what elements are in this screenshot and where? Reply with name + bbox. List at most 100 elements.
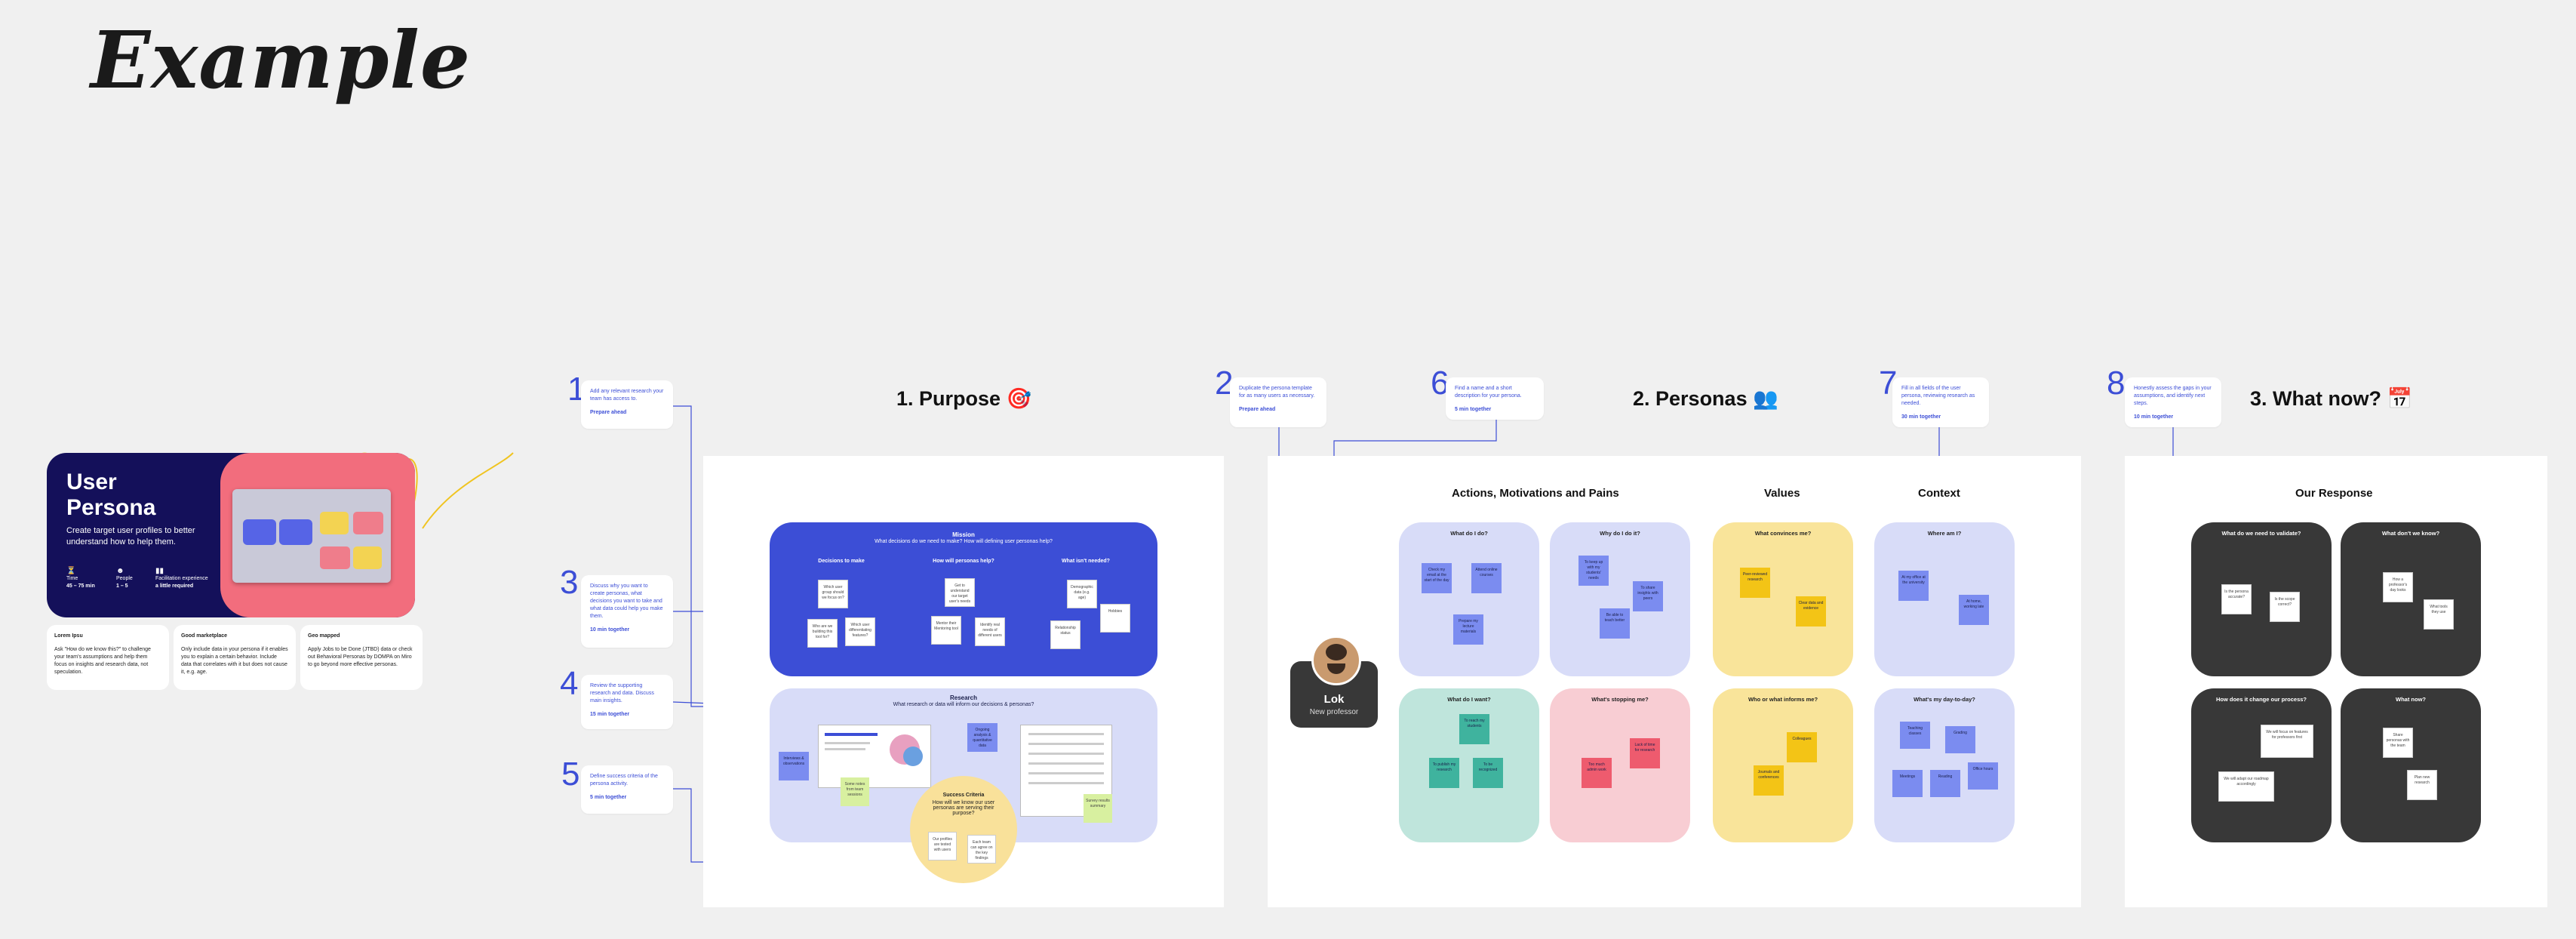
sticky-note[interactable]: Office hours (1968, 762, 1998, 790)
sticky-note[interactable]: How a professor's day looks (2383, 572, 2413, 602)
sticky-note[interactable]: Lack of time for research (1630, 738, 1660, 768)
step-note[interactable]: Define success criteria of the persona a… (581, 765, 673, 814)
persona-field-card: What's my day-to-day? Teaching classes G… (1874, 688, 2015, 842)
step-note[interactable]: Duplicate the persona template for as ma… (1230, 377, 1326, 427)
persona-role: New professor (1309, 708, 1359, 716)
success-criteria-circle: Success Criteria How will we know our us… (910, 776, 1017, 883)
section-heading-whatnow: 3. What now? 📅 (2250, 387, 2413, 410)
sticky-note[interactable]: Is the persona accurate? (2221, 584, 2252, 614)
persona-name: Lok (1323, 693, 1345, 706)
sticky-note[interactable]: Too much admin work (1582, 758, 1612, 788)
sticky-note[interactable]: Our profiles are tested with users (928, 832, 957, 860)
level-icon: ▮▮ (155, 567, 164, 575)
column-header: How will personas help? (933, 559, 994, 564)
sticky-note[interactable]: Identify real needs of different users (975, 617, 1005, 646)
sticky-note[interactable]: Plan new research (2407, 770, 2437, 800)
group-heading: Context (1918, 487, 1960, 500)
sticky-note[interactable]: What tools they use (2424, 599, 2454, 630)
sticky-note[interactable]: Reading (1930, 770, 1960, 797)
whatnow-frame (2125, 456, 2547, 907)
success-title: Success Criteria (942, 793, 985, 798)
section-heading-personas: 2. Personas 👥 (1633, 387, 1778, 410)
sticky-note[interactable]: Journals and conferences (1754, 765, 1784, 796)
sticky-note[interactable]: Interviews & observations (779, 752, 809, 780)
section-heading-purpose: 1. Purpose 🎯 (896, 387, 1032, 410)
sticky-note[interactable]: Grading (1945, 726, 1975, 753)
step-note[interactable]: Add any relevant research your team has … (581, 380, 673, 429)
sticky-note[interactable]: To be recognized (1473, 758, 1503, 788)
step-note[interactable]: Discuss why you want to create personas,… (581, 575, 673, 648)
step-note[interactable]: Review the supporting research and data.… (581, 675, 673, 729)
sticky-note[interactable]: Share personas with the team (2383, 728, 2413, 758)
sticky-note[interactable]: Which user differentiating features? (845, 617, 875, 646)
sticky-note[interactable]: Demographic data (e.g. age) (1067, 580, 1097, 608)
sticky-note[interactable]: At my office at the university (1898, 571, 1929, 601)
step-note[interactable]: Fill in all fields of the user persona, … (1892, 377, 1989, 427)
sticky-note[interactable]: Teaching classes (1900, 722, 1930, 749)
sticky-note[interactable]: Survey results summary (1084, 794, 1112, 823)
column-header: What isn't needed? (1062, 559, 1110, 564)
persona-field-card: What do I want? To reach my students To … (1399, 688, 1539, 842)
sticky-note[interactable]: To reach my students (1459, 714, 1489, 744)
persona-field-card: What convinces me? Peer-reviewed researc… (1713, 522, 1853, 676)
response-card: What don't we know? How a professor's da… (2341, 522, 2481, 676)
hero-subtitle: Create target user profiles to better un… (66, 526, 195, 546)
sticky-note[interactable]: Meetings (1892, 770, 1923, 797)
persona-field-card: Why do I do it? To keep up with my stude… (1550, 522, 1690, 676)
sticky-note[interactable]: To publish my research (1429, 758, 1459, 788)
sticky-note[interactable]: Hobbies (1100, 604, 1130, 633)
step-number: 8 (2107, 365, 2126, 402)
sticky-note[interactable]: To share insights with peers (1633, 581, 1663, 611)
sticky-note[interactable]: Clear data and evidence (1796, 596, 1826, 627)
research-document (1020, 725, 1112, 817)
sticky-note[interactable]: Be able to teach better (1600, 608, 1630, 639)
step-number: 3 (560, 564, 579, 601)
sticky-note[interactable]: Ongoing analysis & quantitative data (967, 723, 998, 752)
sticky-note[interactable]: Colleagues (1787, 732, 1817, 762)
sticky-note[interactable]: Check my email at the start of the day (1422, 563, 1452, 593)
persona-field-card: What's stopping me? Lack of time for res… (1550, 688, 1690, 842)
sticky-note[interactable]: We will adapt our roadmap accordingly (2218, 771, 2274, 802)
sticky-note[interactable]: Attend online courses (1471, 563, 1502, 593)
research-screenshot (818, 725, 931, 788)
timer-icon: ⏳ (66, 567, 76, 575)
mission-title: Mission (952, 531, 975, 538)
response-card: What now? Share personas with the team P… (2341, 688, 2481, 842)
mission-panel: Mission What decisions do we need to mak… (770, 522, 1157, 676)
sticky-note[interactable]: To keep up with my students' needs (1578, 556, 1609, 586)
success-subtitle: How will we know our user personas are s… (932, 800, 995, 816)
page-title: Example (91, 14, 472, 106)
sticky-note[interactable]: Get to understand our target user's need… (945, 578, 975, 607)
sticky-note[interactable]: Some notes from team sessions (841, 777, 869, 806)
sticky-note[interactable]: Prepare my lecture materials (1453, 614, 1483, 645)
sticky-note[interactable]: We will focus on features for professors… (2261, 725, 2313, 758)
response-card: What do we need to validate? Is the pers… (2191, 522, 2332, 676)
group-heading: Our Response (2295, 487, 2373, 500)
research-panel: Research What research or data will info… (770, 688, 1157, 842)
step-note[interactable]: Honestly assess the gaps in your assumpt… (2125, 377, 2221, 427)
sticky-note[interactable]: Each team can agree on the key findings (967, 835, 996, 864)
people-icon: ☻ (116, 567, 124, 575)
research-subtitle: What research or data will inform our de… (893, 702, 1034, 707)
mission-subtitle: What decisions do we need to make? How w… (875, 539, 1053, 544)
step-number: 4 (560, 665, 579, 702)
sticky-note[interactable]: Which user group should we focus on? (818, 580, 848, 608)
sticky-note[interactable]: Peer-reviewed research (1740, 568, 1770, 598)
sticky-note[interactable]: Who are we building this tool for? (807, 619, 838, 648)
sticky-note[interactable]: At home, working late (1959, 595, 1989, 625)
sticky-note[interactable]: Is the scope correct? (2270, 592, 2300, 622)
persona-field-card: Who or what informs me? Colleagues Journ… (1713, 688, 1853, 842)
sticky-note[interactable]: Mentor their Mentoring tool (931, 616, 961, 645)
group-heading: Values (1764, 487, 1800, 500)
persona-field-card: What do I do? Check my email at the star… (1399, 522, 1539, 676)
sticky-note[interactable]: Relationship status (1050, 620, 1081, 649)
step-note[interactable]: Find a name and a short description for … (1446, 377, 1544, 420)
